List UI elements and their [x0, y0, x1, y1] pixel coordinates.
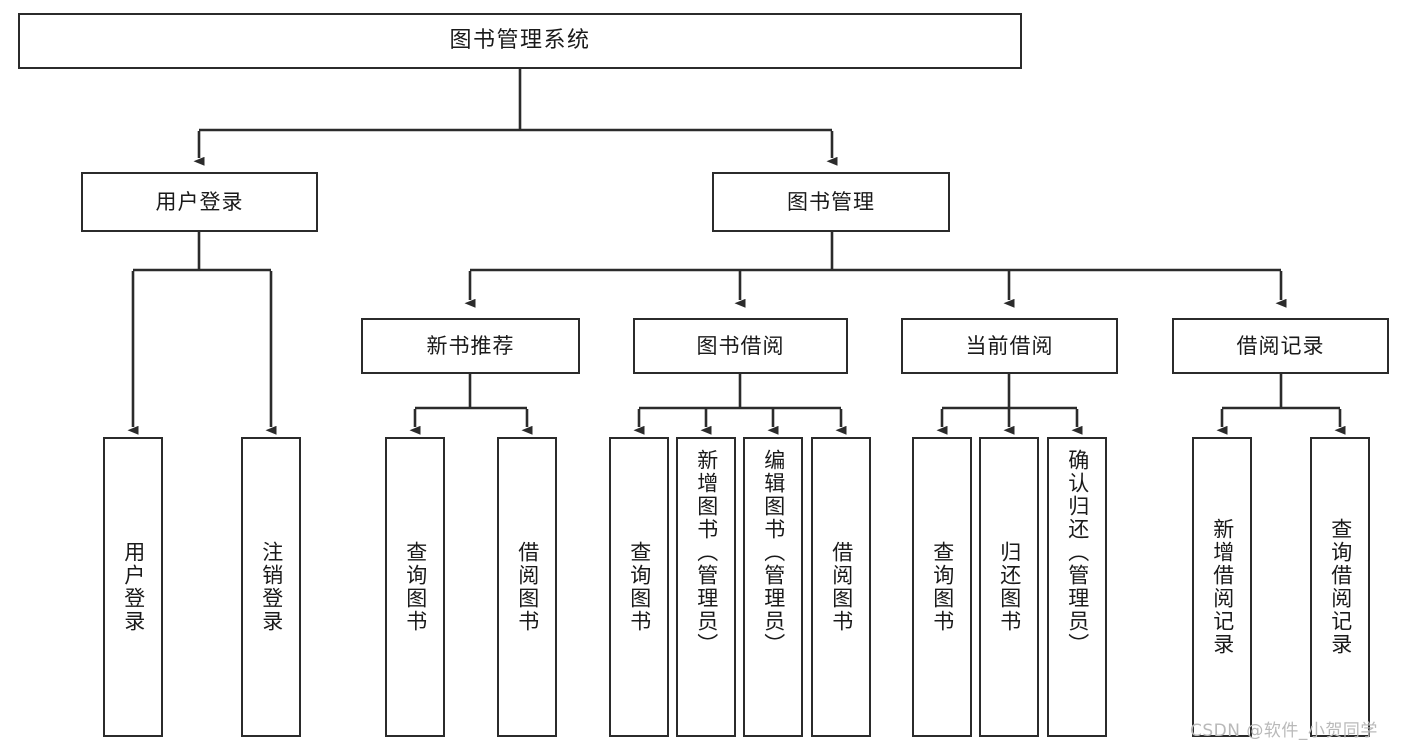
- node-new-book-recommend-label: 新书推荐: [426, 333, 515, 358]
- node-leaf-query-book-1[interactable]: 查询图书: [385, 437, 445, 737]
- node-leaf-edit-book-label: 编辑图书（管理员）: [761, 449, 786, 656]
- node-leaf-user-login[interactable]: 用户登录: [103, 437, 163, 737]
- node-leaf-user-login-label: 用户登录: [121, 541, 146, 633]
- node-root-label: 图书管理系统: [449, 28, 591, 54]
- node-leaf-query-book-2[interactable]: 查询图书: [609, 437, 669, 737]
- node-leaf-query-book-1-label: 查询图书: [403, 541, 428, 633]
- node-new-book-recommend[interactable]: 新书推荐: [361, 318, 580, 374]
- node-leaf-logout-login-label: 注销登录: [259, 541, 284, 633]
- node-leaf-borrow-book-2-label: 借阅图书: [829, 541, 854, 633]
- node-book-manage[interactable]: 图书管理: [712, 172, 950, 232]
- node-leaf-borrow-book-1[interactable]: 借阅图书: [497, 437, 557, 737]
- node-leaf-query-record-label: 查询借阅记录: [1328, 518, 1353, 656]
- node-leaf-logout-login[interactable]: 注销登录: [241, 437, 301, 737]
- node-root[interactable]: 图书管理系统: [18, 13, 1022, 69]
- node-leaf-add-book[interactable]: 新增图书（管理员）: [676, 437, 736, 737]
- node-borrow-record-label: 借阅记录: [1236, 333, 1325, 358]
- node-current-borrow[interactable]: 当前借阅: [901, 318, 1118, 374]
- node-leaf-add-record[interactable]: 新增借阅记录: [1192, 437, 1252, 737]
- node-leaf-edit-book[interactable]: 编辑图书（管理员）: [743, 437, 803, 737]
- csdn-watermark: CSDN @软件_小贺同学: [1190, 721, 1378, 741]
- node-leaf-confirm-return-label: 确认归还（管理员）: [1065, 449, 1090, 656]
- node-leaf-query-record[interactable]: 查询借阅记录: [1310, 437, 1370, 737]
- node-leaf-return-book-label: 归还图书: [997, 541, 1022, 633]
- node-book-borrow[interactable]: 图书借阅: [633, 318, 848, 374]
- node-leaf-borrow-book-2[interactable]: 借阅图书: [811, 437, 871, 737]
- node-leaf-add-book-label: 新增图书（管理员）: [694, 449, 719, 656]
- node-user-login[interactable]: 用户登录: [81, 172, 318, 232]
- node-leaf-query-book-3[interactable]: 查询图书: [912, 437, 972, 737]
- node-leaf-query-book-2-label: 查询图书: [627, 541, 652, 633]
- node-leaf-add-record-label: 新增借阅记录: [1210, 518, 1235, 656]
- node-leaf-return-book[interactable]: 归还图书: [979, 437, 1039, 737]
- node-borrow-record[interactable]: 借阅记录: [1172, 318, 1389, 374]
- node-user-login-label: 用户登录: [155, 189, 244, 214]
- node-leaf-borrow-book-1-label: 借阅图书: [515, 541, 540, 633]
- node-leaf-confirm-return[interactable]: 确认归还（管理员）: [1047, 437, 1107, 737]
- node-leaf-query-book-3-label: 查询图书: [930, 541, 955, 633]
- node-book-borrow-label: 图书借阅: [696, 333, 785, 358]
- node-current-borrow-label: 当前借阅: [965, 333, 1054, 358]
- node-book-manage-label: 图书管理: [787, 189, 875, 214]
